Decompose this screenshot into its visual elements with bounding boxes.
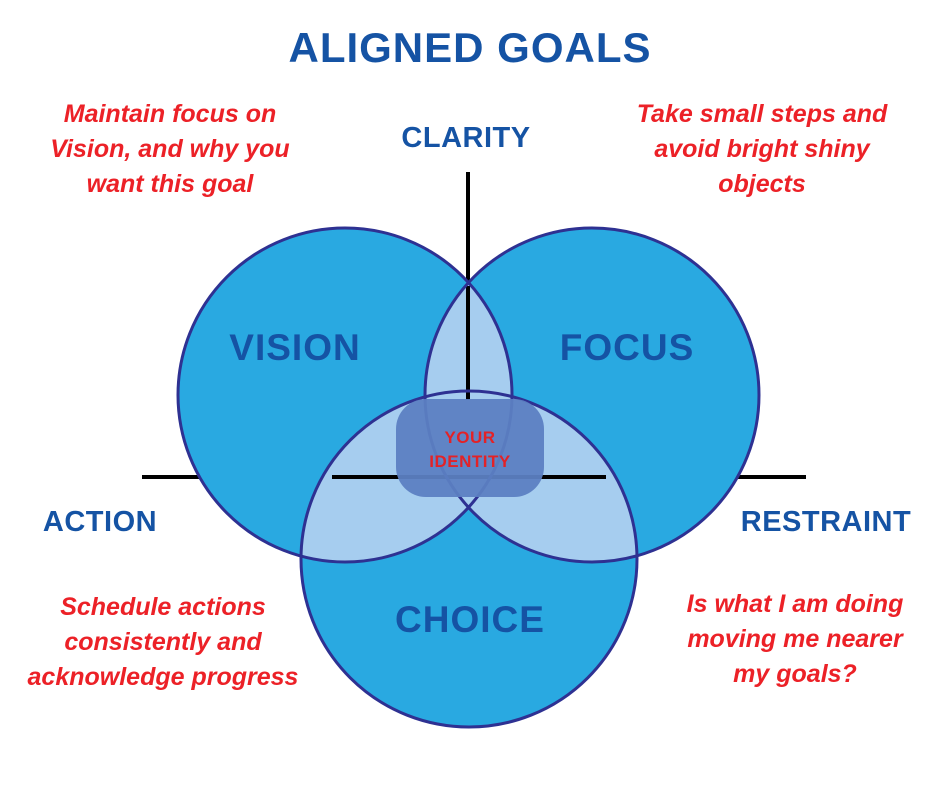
axis-label-action: ACTION <box>43 506 157 538</box>
focus-circle-outline <box>423 226 761 564</box>
identity-label-line2: IDENTITY <box>429 452 511 471</box>
vision-circle-outline <box>176 226 514 564</box>
annotation-top-right-line3: objects <box>718 170 806 198</box>
identity-label-line1: YOUR <box>444 428 495 447</box>
page-title: ALIGNED GOALS <box>288 24 651 71</box>
annotation-top-right-line2: avoid bright shiny <box>654 135 870 163</box>
identity-badge <box>396 399 544 497</box>
annotation-bottom-right-line3: my goals? <box>733 660 857 688</box>
choice-circle-outline <box>299 389 639 729</box>
annotation-bottom-right-line1: Is what I am doing <box>687 590 904 618</box>
annotation-bottom-left-line3: acknowledge progress <box>28 663 299 691</box>
axis-label-clarity: CLARITY <box>401 122 530 154</box>
annotation-bottom-left-line1: Schedule actions <box>60 593 266 621</box>
annotation-bottom-left-line2: consistently and <box>64 628 262 656</box>
annotation-top-right-line1: Take small steps and <box>637 100 888 128</box>
circle-label-choice: CHOICE <box>395 599 545 640</box>
annotation-top-left-line1: Maintain focus on <box>64 100 277 128</box>
annotation-bottom-right-line2: moving me nearer <box>687 625 904 653</box>
circle-label-focus: FOCUS <box>560 327 695 368</box>
circle-label-vision: VISION <box>229 327 360 368</box>
axis-label-restraint: RESTRAINT <box>741 506 911 538</box>
annotation-top-left-line3: want this goal <box>87 170 255 198</box>
annotation-top-left-line2: Vision, and why you <box>50 135 289 163</box>
